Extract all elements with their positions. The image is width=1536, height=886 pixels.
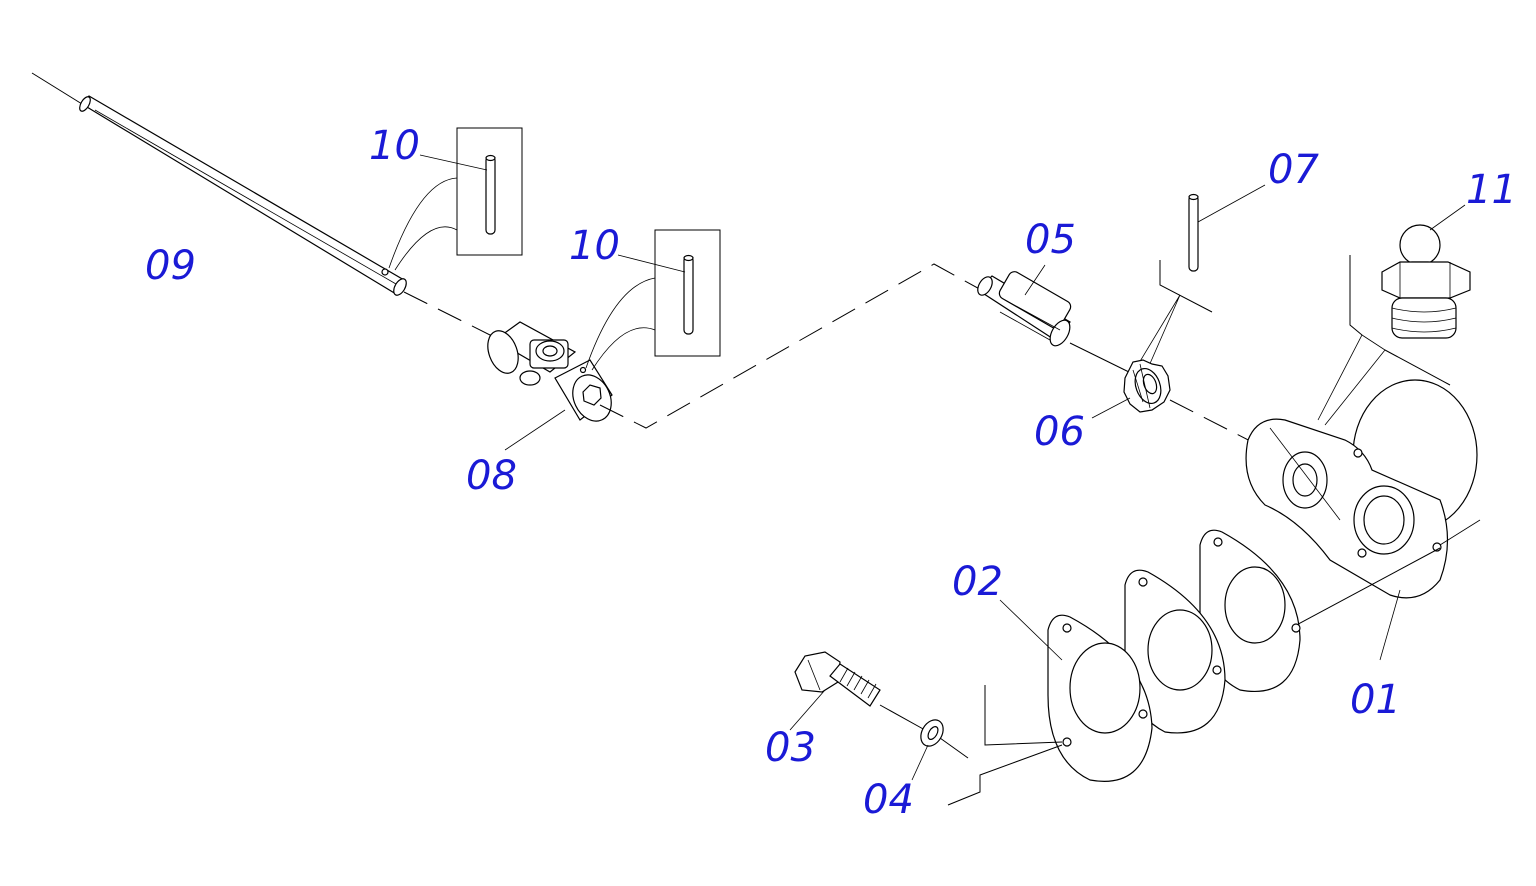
callout-11: 11 bbox=[1466, 167, 1517, 213]
callout-06: 06 bbox=[1034, 409, 1085, 455]
callout-03: 03 bbox=[765, 725, 816, 771]
pin-10-inset-lower bbox=[585, 229, 721, 371]
callout-04: 04 bbox=[863, 777, 914, 823]
gasket-02-front bbox=[947, 599, 1153, 806]
gasket-02-middle bbox=[1124, 569, 1226, 734]
bevel-gear-06 bbox=[1091, 359, 1171, 419]
axis-line-09-08 bbox=[403, 291, 501, 341]
sleeve-05 bbox=[977, 264, 1072, 347]
pin-10-inset-upper bbox=[388, 127, 523, 271]
axis-line-05-06 bbox=[1069, 342, 1136, 376]
axis-line-03-04 bbox=[879, 704, 926, 731]
axis-line-06-01 bbox=[1169, 399, 1261, 447]
callout-02: 02 bbox=[952, 559, 1003, 605]
callout-01: 01 bbox=[1350, 677, 1401, 723]
bolt-03 bbox=[789, 651, 881, 731]
callout-07: 07 bbox=[1268, 147, 1319, 193]
axis-line-08-05 bbox=[599, 263, 986, 429]
pin-07 bbox=[1135, 184, 1266, 376]
washer-04 bbox=[911, 719, 969, 781]
callout-10-lower: 10 bbox=[569, 223, 620, 269]
grease-nipple-11 bbox=[1317, 204, 1471, 426]
housing-01 bbox=[1245, 379, 1481, 661]
callout-08: 08 bbox=[466, 453, 517, 499]
gasket-02-rear bbox=[1199, 529, 1301, 692]
callout-10-upper: 10 bbox=[369, 123, 420, 169]
callout-09: 09 bbox=[145, 243, 196, 289]
universal-joint-08 bbox=[487, 321, 613, 451]
shaft-09 bbox=[31, 72, 407, 296]
callout-05: 05 bbox=[1025, 217, 1076, 263]
